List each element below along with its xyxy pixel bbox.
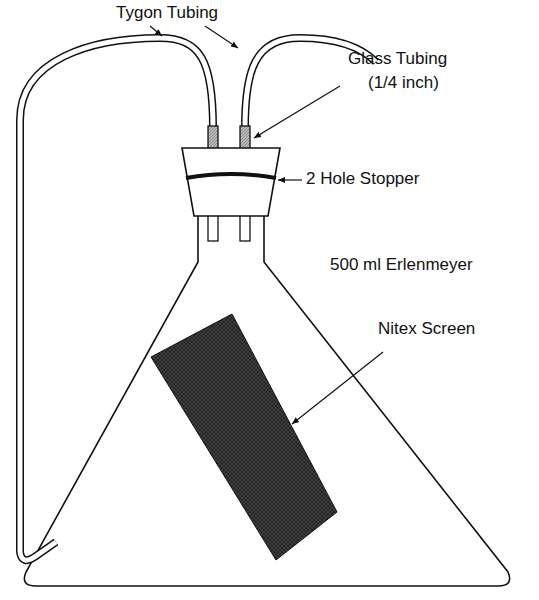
- glass-tube: [208, 214, 218, 241]
- tygon-tubing: [20, 38, 376, 560]
- part-label: Glass Tubing: [348, 50, 447, 69]
- erlenmeyer-flask: [24, 214, 509, 586]
- part-label: Tygon Tubing: [116, 4, 218, 23]
- dimension-label: (1/4 inch): [368, 74, 439, 93]
- part-label: 500 ml Erlenmeyer: [330, 256, 473, 275]
- two-hole-stopper: [182, 148, 280, 216]
- glass-tube: [240, 126, 250, 150]
- nitex-screen: [151, 314, 337, 560]
- leader-line: [150, 26, 383, 424]
- part-label: 2 Hole Stopper: [306, 170, 419, 189]
- part-label: Nitex Screen: [378, 320, 475, 339]
- glass-tube: [208, 126, 218, 150]
- stopper-band: [186, 174, 276, 178]
- glass-tube: [240, 214, 250, 241]
